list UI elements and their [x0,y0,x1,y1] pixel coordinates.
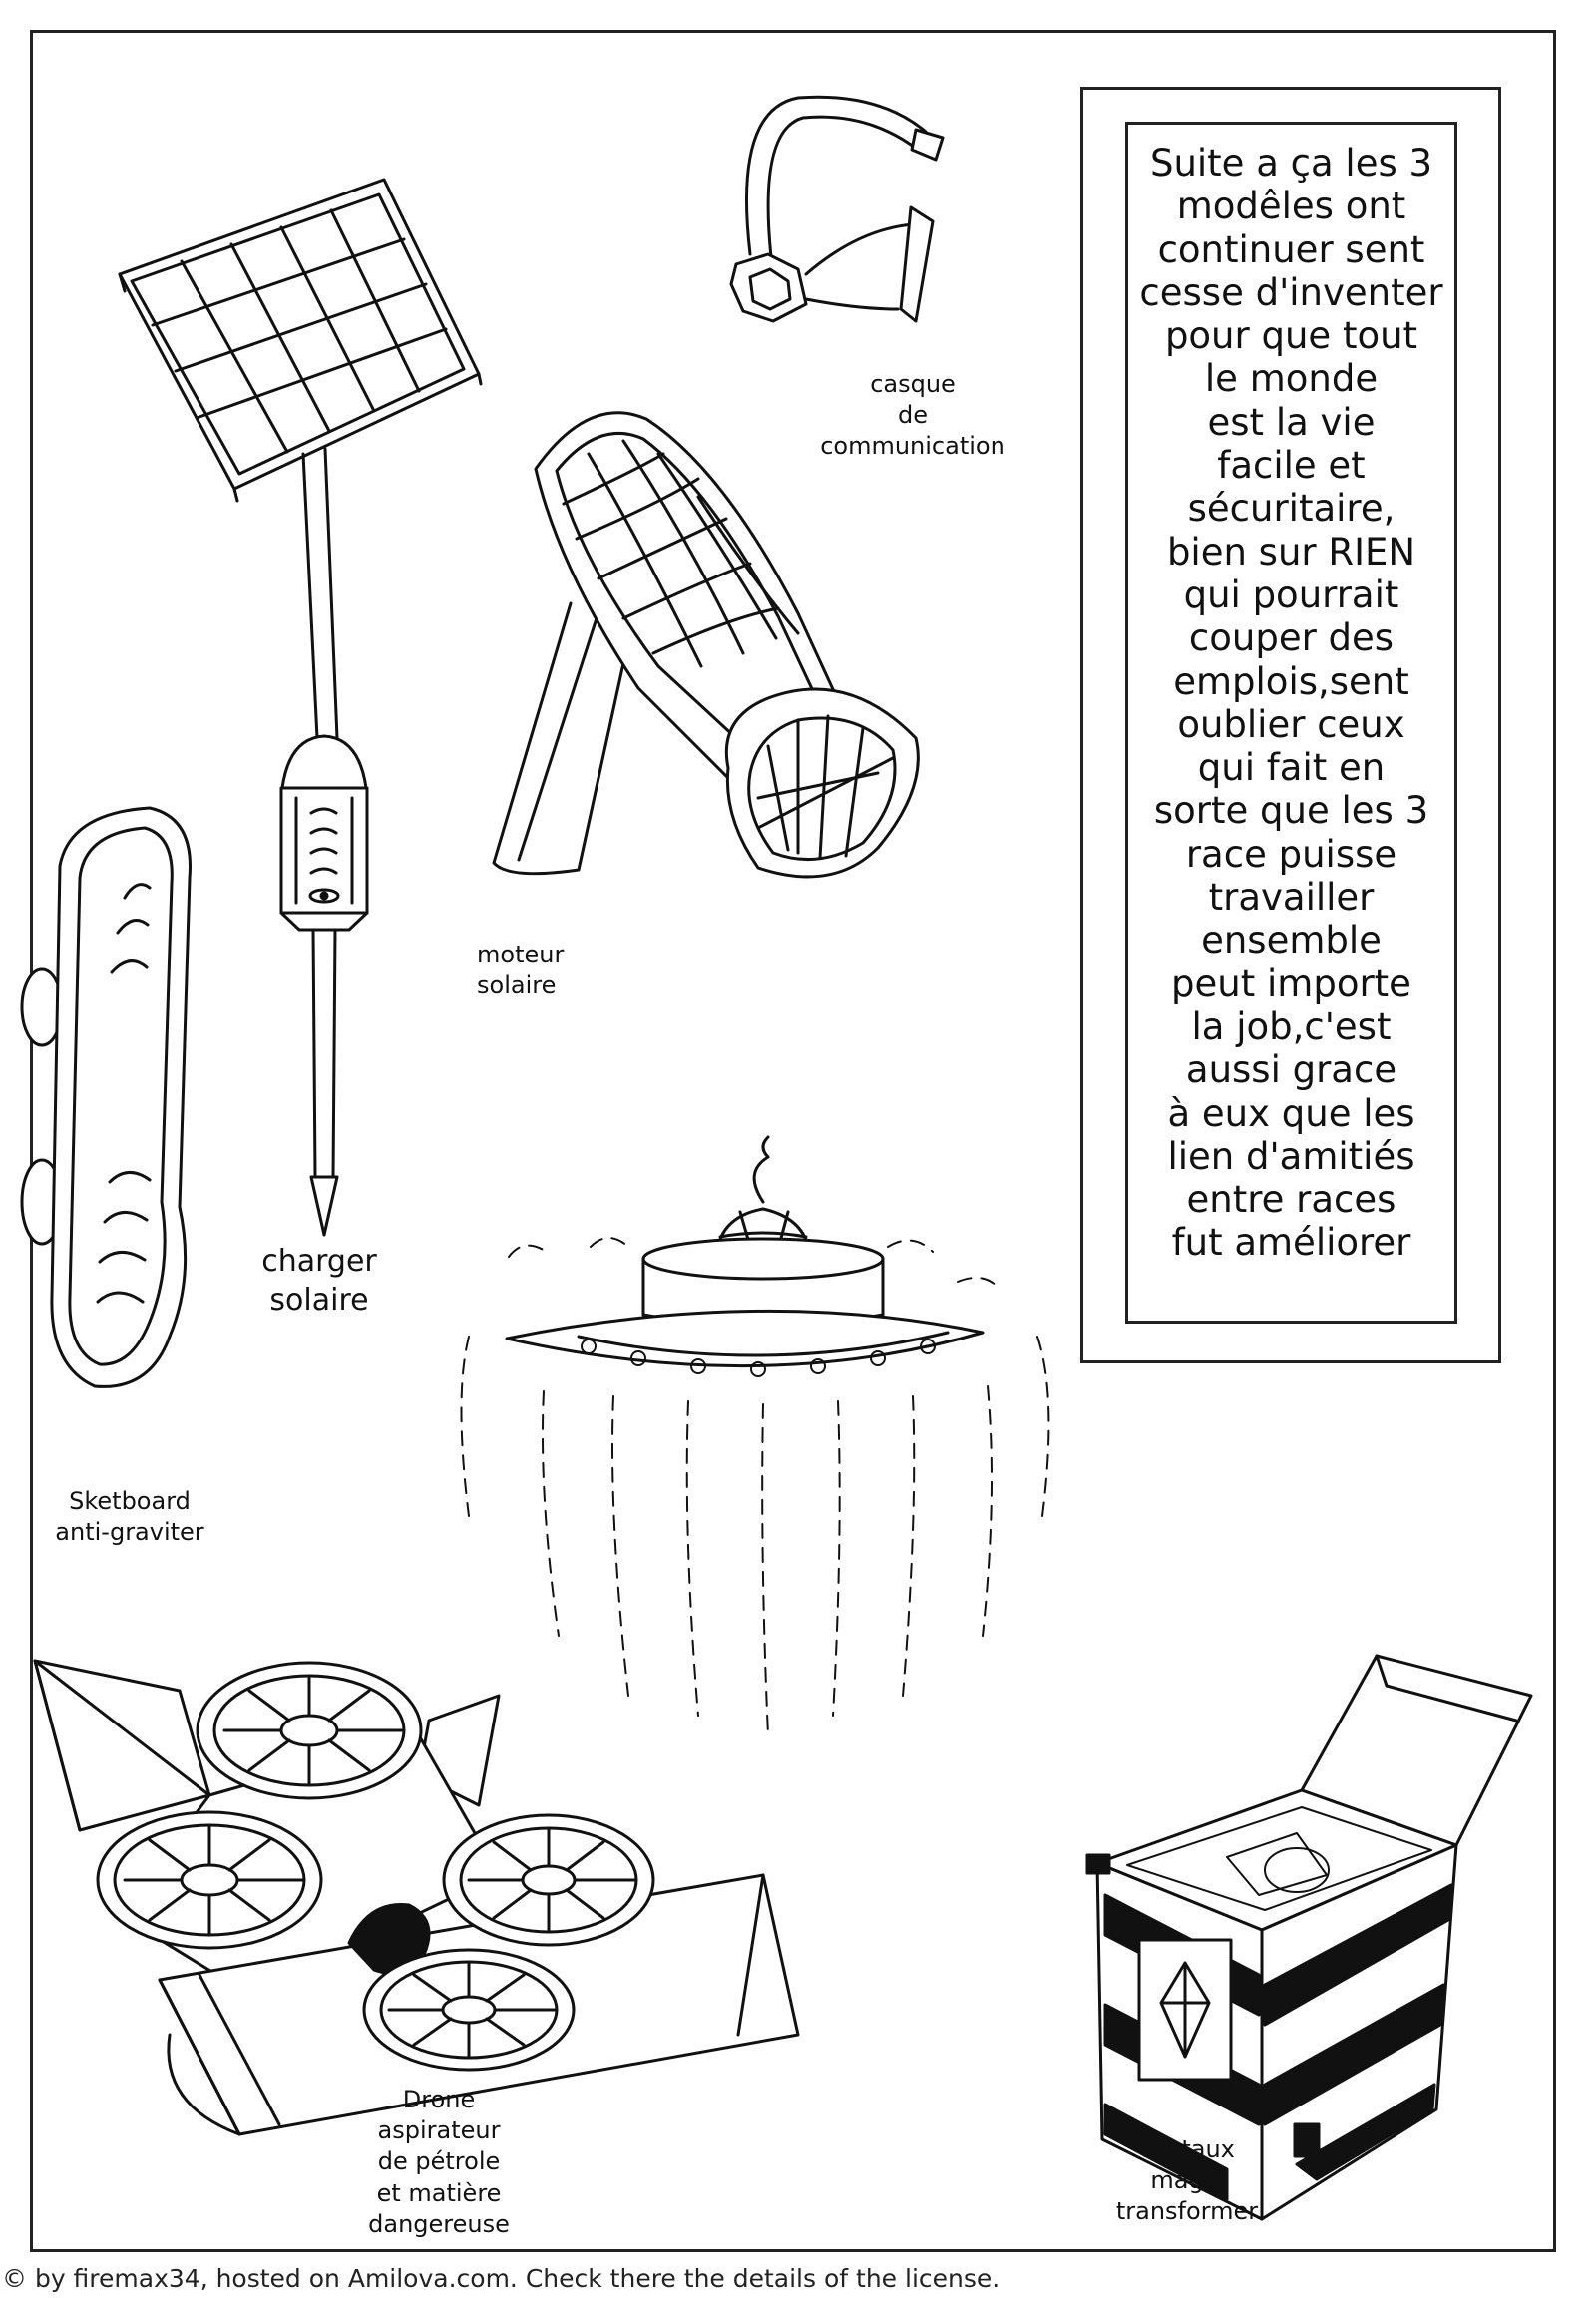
drone-rotor-2 [98,1812,321,1948]
story-line: peut importe [1171,961,1411,1005]
story-line: entre races [1186,1178,1396,1222]
story-line: sorte que les 3 [1153,789,1429,833]
helmet-drawing [731,97,943,321]
drone-rotor-3 [444,1815,653,1945]
story-line: fut améliorer [1171,1221,1411,1265]
story-line: le monde [1204,357,1379,401]
story-line: couper des [1188,616,1395,660]
story-line: pour que tout [1164,314,1418,358]
story-line: sécuritaire, [1187,487,1396,531]
story-line: oublier ceux [1177,702,1405,746]
helmet-label: casque de communication [820,370,1005,461]
page-frame [30,30,1556,2252]
story-line: à eux que les [1167,1091,1415,1135]
story-line: continuer sent [1157,227,1425,271]
skateboard-drawing [22,808,191,1386]
story-box-inner-border [1125,122,1457,1324]
story-line: la job,c'est [1191,1004,1392,1048]
drone-rotor-4 [364,1950,574,2070]
drone-label: Drone aspirateur de pétrole et matière d… [368,2086,510,2238]
story-line: aussi grace [1185,1048,1397,1092]
skateboard-label: Sketboard anti-graviter [55,1487,204,1547]
solar-charger-drawing [120,180,481,1235]
story-text: Suite a ça les 3 modêles ont continuer s… [1125,142,1457,1265]
story-line: Suite a ça les 3 [1149,142,1433,185]
crystal-chest-drawing [1087,1656,1531,2219]
solar-charger-label: charger solaire [261,1244,377,1318]
story-line: lien d'amitiés [1167,1134,1415,1178]
story-line: qui pourrait [1183,573,1399,616]
story-line: est la vie [1207,400,1376,444]
story-line: bien sur RIEN [1166,530,1416,574]
story-box-outer-border [1080,87,1501,1363]
story-line: qui fait en [1197,746,1386,790]
drone-drawing [35,1661,798,2134]
saucer-drawing [462,1137,1049,1735]
story-line: facile et [1217,444,1366,488]
story-line: travailler [1208,876,1375,920]
story-line: ensemble [1201,919,1382,962]
story-line: cesse d'inventer [1139,270,1443,314]
copyright-footer: © by firemax34, hosted on Amilova.com. C… [2,2264,1000,2293]
story-line: modêles ont [1176,185,1406,228]
solar-engine-drawing [494,413,918,877]
crystals-label: cristaux magic transformer [1115,2135,1259,2226]
saucer-lights [582,1340,935,1376]
story-line: race puisse [1185,832,1397,876]
drone-rotor-1 [198,1663,421,1798]
story-line: emplois,sent [1173,659,1409,703]
solar-engine-label: moteur solaire [477,941,565,1000]
